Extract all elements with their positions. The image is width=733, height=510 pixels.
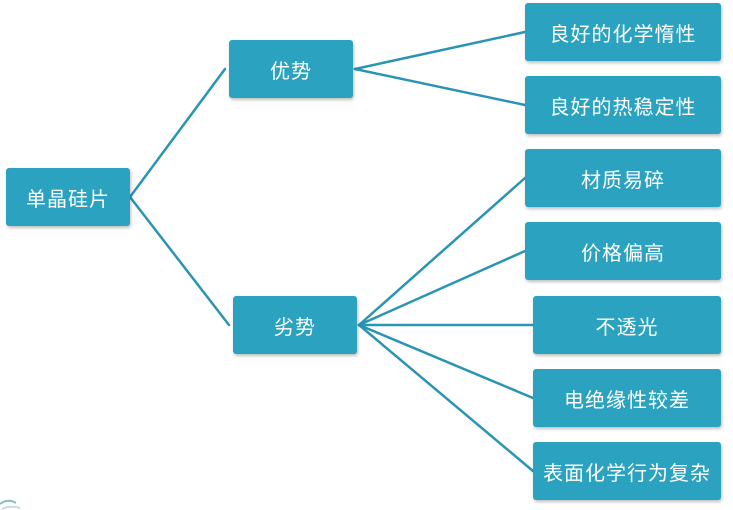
leaf-node-high-price: 价格偏高 bbox=[525, 222, 721, 280]
connector-advantages-to-chemical-inertness bbox=[353, 30, 527, 71]
leaf-node-poor-insulation: 电绝缘性较差 bbox=[533, 369, 721, 427]
leaf-node-complex-surface-chemistry: 表面化学行为复杂 bbox=[533, 442, 721, 500]
branch-node-disadvantages: 劣势 bbox=[233, 296, 357, 354]
connector-disadvantages-to-poor-insulation bbox=[357, 323, 535, 400]
root-node: 单晶硅片 bbox=[6, 168, 130, 226]
connector-root-to-advantages bbox=[128, 67, 227, 199]
connector-disadvantages-to-high-price bbox=[357, 249, 527, 327]
corner-decoration bbox=[0, 499, 21, 510]
connector-disadvantages-to-complex-surface-chemistry bbox=[357, 323, 535, 473]
leaf-node-brittle: 材质易碎 bbox=[525, 149, 721, 207]
leaf-node-opaque: 不透光 bbox=[533, 296, 721, 354]
branch-node-advantages: 优势 bbox=[229, 40, 353, 98]
leaf-node-chemical-inertness: 良好的化学惰性 bbox=[525, 3, 721, 61]
connector-advantages-to-thermal-stability bbox=[353, 67, 527, 107]
leaf-node-thermal-stability: 良好的热稳定性 bbox=[525, 76, 721, 134]
connector-disadvantages-to-brittle bbox=[357, 176, 527, 327]
connector-root-to-disadvantages bbox=[128, 195, 231, 327]
